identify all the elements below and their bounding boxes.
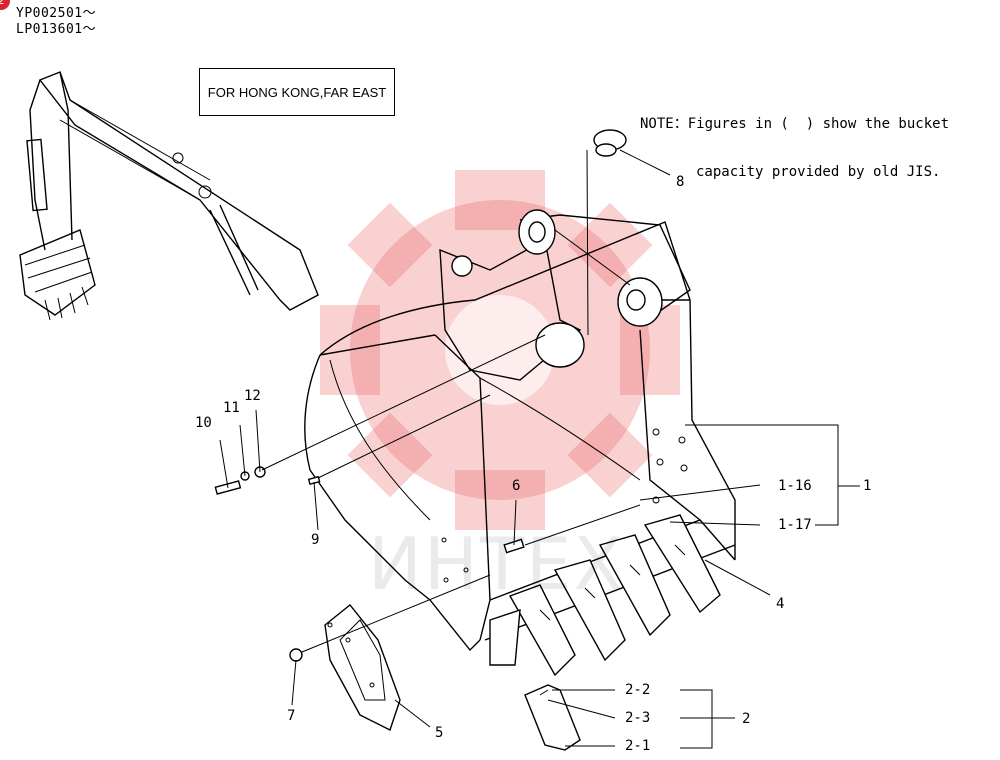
callout-2-1[interactable]: 2-1: [625, 738, 651, 754]
note-line-2: capacity provided by old JIS.: [696, 164, 941, 180]
tooth-detail: [524, 684, 581, 751]
bucket-teeth: [489, 514, 721, 677]
callout-2-2[interactable]: 2-2: [625, 682, 651, 698]
page-badge: 2: [0, 0, 10, 10]
callout-4[interactable]: 4: [776, 596, 785, 612]
region-label: FOR HONG KONG,FAR EAST: [207, 84, 387, 100]
callout-9[interactable]: 9: [311, 532, 320, 548]
side-cutter: [324, 604, 401, 731]
callout-2[interactable]: 2: [742, 711, 751, 727]
callout-1-17[interactable]: 1-17: [778, 517, 812, 533]
callout-2-3[interactable]: 2-3: [625, 710, 651, 726]
serial-range-1: YP002501～: [16, 6, 97, 21]
hardware: [214, 129, 627, 662]
callout-11[interactable]: 11: [223, 400, 240, 416]
callout-5[interactable]: 5: [435, 725, 444, 741]
bucket-body: [304, 209, 736, 652]
serial-range-2: LP013601～: [16, 22, 97, 37]
callout-1[interactable]: 1: [863, 478, 872, 494]
note-block: NOTE：Figures in ( ) show the bucket capa…: [640, 84, 949, 196]
excavator-thumbnail: [19, 71, 319, 321]
leader-lines: [219, 149, 860, 749]
region-box: FOR HONG KONG,FAR EAST: [199, 68, 395, 116]
callout-10[interactable]: 10: [195, 415, 212, 431]
callout-8[interactable]: 8: [676, 174, 685, 190]
callout-1-16[interactable]: 1-16: [778, 478, 812, 494]
note-line-1: NOTE：Figures in ( ) show the bucket: [640, 116, 950, 132]
watermark-text: ИНТЕХ: [368, 522, 625, 606]
callout-6[interactable]: 6: [512, 478, 521, 494]
watermark-gear: [320, 170, 680, 530]
callout-12[interactable]: 12: [244, 388, 261, 404]
callout-7[interactable]: 7: [287, 708, 296, 724]
